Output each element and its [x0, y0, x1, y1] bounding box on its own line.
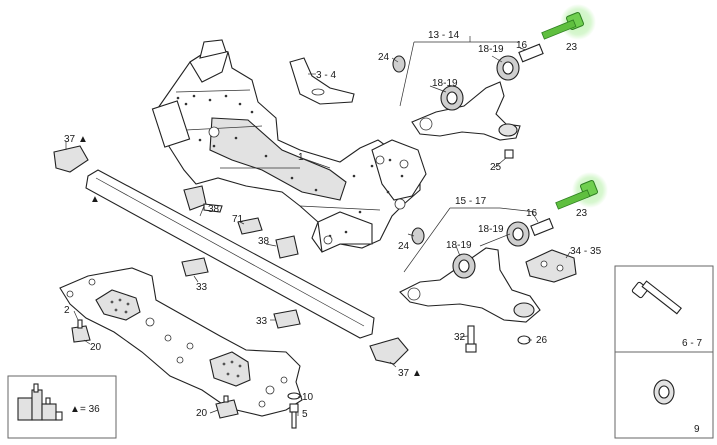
callout-33-b: 33 [256, 316, 268, 327]
flange-bolt-icon [631, 280, 682, 315]
mount-38-b-part[interactable] [275, 235, 299, 259]
callout-20-bottom: 20 [196, 408, 208, 419]
upper-arm-part[interactable] [411, 81, 521, 141]
pad-33-a-part[interactable] [181, 257, 209, 277]
bush-upper-b-part[interactable] [496, 55, 520, 81]
callout-6-7: 6 - 7 [682, 338, 702, 349]
grease-25-part[interactable] [504, 149, 514, 159]
sleeve-16-bottom-part[interactable] [530, 217, 554, 237]
callout-18-19-c: 18-19 [478, 224, 504, 235]
callout-24-bottom: 24 [398, 241, 410, 252]
callout-15-17: 15 - 17 [455, 196, 487, 207]
legend-equals-36: = 36 [80, 404, 100, 415]
callout-labels: 1 3 - 4 2 20 20 10 5 38 71 38 33 33 37 3… [64, 30, 602, 420]
callout-38-b: 38 [258, 236, 270, 247]
mount-20-bottom-part[interactable] [215, 395, 239, 419]
callout-13-14: 13 - 14 [428, 30, 460, 41]
callout-2: 2 [64, 305, 70, 316]
highlight-bolt-top-part[interactable] [541, 4, 596, 40]
callout-23-top: 23 [566, 42, 578, 53]
flange-nut-icon [653, 379, 675, 405]
bracket-3-4-part[interactable] [289, 57, 355, 105]
nut-24-top-part[interactable] [392, 55, 406, 73]
mount-38-a-part[interactable] [183, 185, 223, 213]
callout-3-4: 3 - 4 [316, 70, 336, 81]
triangle-marker-icon: ▲ [90, 194, 100, 205]
callout-26: 26 [536, 335, 548, 346]
bolt-32-part[interactable] [465, 325, 477, 353]
bolt-5-part[interactable] [289, 403, 299, 429]
callout-18-19-a: 18-19 [478, 44, 504, 55]
callout-37-bottom: 37 [398, 368, 410, 379]
washer-10-part[interactable] [287, 392, 301, 400]
assembly-kit-icon [17, 383, 63, 421]
triangle-marker-icon: ▲ [78, 134, 88, 145]
callout-16-bottom: 16 [526, 208, 538, 219]
pad-71-part[interactable] [237, 217, 263, 235]
pad-37-bottom-part[interactable] [369, 337, 409, 365]
triangle-markers: ▲ ▲ ▲ [78, 134, 422, 379]
fastener-panel: 6 - 7 9 [614, 265, 714, 439]
bracket-34-35-part[interactable] [525, 249, 577, 283]
callout-38-a: 38 [208, 204, 220, 215]
pad-33-b-part[interactable] [273, 309, 301, 329]
mount-20-left-part[interactable] [71, 319, 91, 343]
callout-37-top: 37 [64, 134, 76, 145]
highlight-bolt-bottom-part[interactable] [555, 172, 608, 210]
callout-20-left: 20 [90, 342, 102, 353]
triangle-marker-icon: ▲ [412, 368, 422, 379]
frame-main-part[interactable] [151, 39, 427, 253]
sleeve-16-top-part[interactable] [518, 43, 544, 63]
skid-plate-part[interactable] [59, 267, 303, 417]
assembly-legend-box: ▲ = 36 [7, 375, 117, 439]
leader-lines [65, 36, 571, 416]
bush-upper-a-part[interactable] [440, 85, 464, 111]
callout-18-19-d: 18-19 [446, 240, 472, 251]
callout-1: 1 [298, 152, 304, 163]
callout-32: 32 [454, 332, 466, 343]
callout-10: 10 [302, 392, 314, 403]
legend-triangle-icon: ▲ [70, 404, 80, 415]
long-strap-part[interactable] [85, 169, 375, 339]
callout-9: 9 [694, 424, 700, 435]
callout-34-35: 34 - 35 [570, 246, 602, 257]
callout-5: 5 [302, 409, 308, 420]
callout-16-top: 16 [516, 40, 528, 51]
pad-37-top-part[interactable] [53, 145, 89, 173]
bush-lower-b-part[interactable] [506, 221, 530, 247]
callout-24-top: 24 [378, 52, 390, 63]
callout-71: 71 [232, 214, 244, 225]
callout-25: 25 [490, 162, 502, 173]
nut-24-bottom-part[interactable] [411, 227, 425, 245]
callout-33-a: 33 [196, 282, 208, 293]
callout-23-bottom: 23 [576, 208, 588, 219]
bush-lower-a-part[interactable] [452, 253, 476, 279]
callout-18-19-b: 18-19 [432, 78, 458, 89]
lower-arm-part[interactable] [399, 247, 541, 323]
